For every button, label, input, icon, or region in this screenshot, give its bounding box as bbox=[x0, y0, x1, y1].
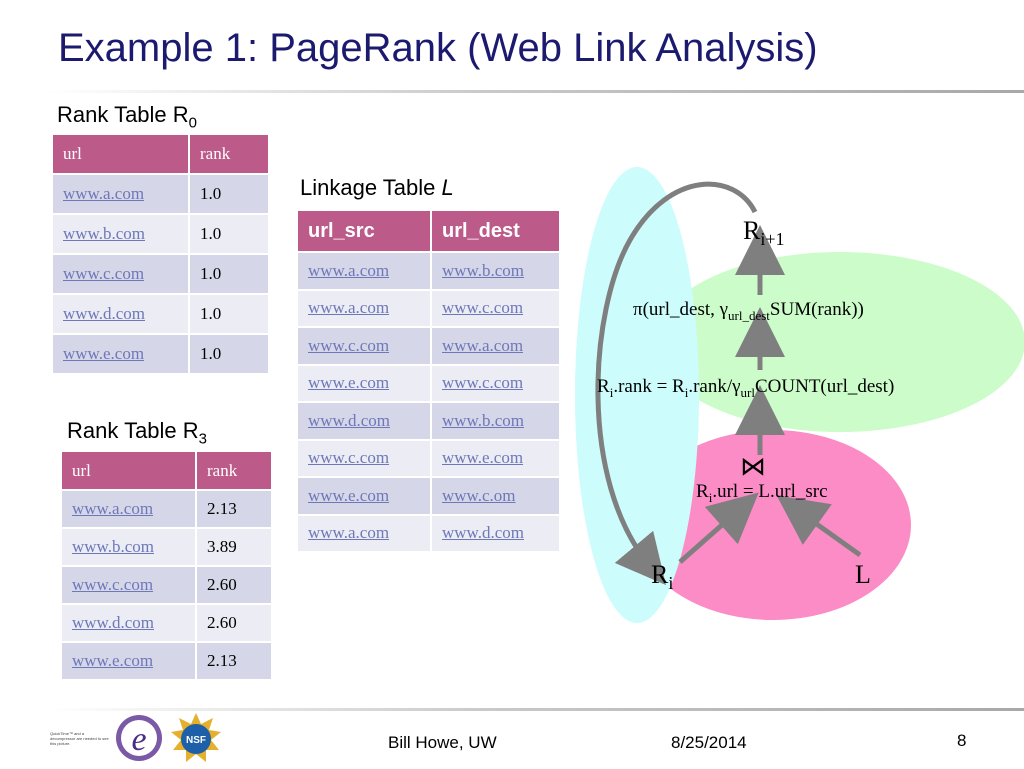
arrow-from-l-to-join bbox=[776, 495, 862, 558]
url-link[interactable]: www.a.com bbox=[430, 326, 561, 366]
url-link[interactable]: www.c.com bbox=[296, 438, 432, 478]
column-header-rank: rank bbox=[195, 450, 273, 491]
table-header-row: url rank bbox=[60, 450, 273, 491]
table-header-row: url rank bbox=[51, 133, 270, 175]
join-symbol: ⋈ bbox=[740, 452, 766, 482]
url-link[interactable]: www.b.com bbox=[51, 213, 190, 255]
url-link[interactable]: www.a.com bbox=[296, 251, 432, 291]
footer-date: 8/25/2014 bbox=[671, 733, 747, 752]
column-header-rank: rank bbox=[188, 133, 270, 175]
rank-update-region bbox=[655, 252, 1024, 432]
column-header-url-src: url_src bbox=[296, 209, 432, 253]
r-i-label: Ri bbox=[651, 560, 674, 594]
footer-divider bbox=[48, 708, 1024, 711]
column-header-url: url bbox=[51, 133, 190, 175]
rank-table-r0-caption: Rank Table R0 bbox=[57, 102, 198, 132]
feedback-loop-arrow bbox=[595, 181, 758, 586]
url-link[interactable]: www.e.com bbox=[51, 333, 190, 375]
arrow-from-ri-to-join bbox=[678, 492, 759, 564]
join-region bbox=[635, 430, 911, 620]
url-link[interactable]: www.e.com bbox=[296, 476, 432, 516]
url-link[interactable]: www.c.om bbox=[430, 476, 561, 516]
escience-logo: e bbox=[114, 712, 164, 764]
r-next-label: Ri+1 bbox=[743, 216, 785, 250]
url-link[interactable]: www.e.com bbox=[296, 363, 432, 403]
url-link[interactable]: www.b.com bbox=[430, 401, 561, 441]
join-condition: Ri.url = L.url_src bbox=[696, 481, 828, 505]
footer-author: Bill Howe, UW bbox=[388, 733, 497, 752]
rank-value: 1.0 bbox=[188, 173, 270, 215]
table-header-row: url_src url_dest bbox=[296, 209, 561, 253]
rank-table-r3-caption: Rank Table R3 bbox=[67, 418, 208, 448]
url-link[interactable]: www.c.com bbox=[60, 565, 197, 605]
url-link[interactable]: www.e.com bbox=[60, 641, 197, 681]
url-link[interactable]: www.c.com bbox=[51, 253, 190, 295]
quicktime-placeholder-note: QuickTime™ and a decompressor are needed… bbox=[50, 731, 109, 746]
projection-expression: π(url_dest, γurl_destSUM(rank)) bbox=[633, 299, 864, 323]
nsf-logo: NSF bbox=[170, 712, 222, 764]
url-link[interactable]: www.a.com bbox=[296, 288, 432, 328]
rank-value: 2.60 bbox=[195, 565, 273, 605]
url-link[interactable]: www.a.com bbox=[60, 489, 197, 529]
url-link[interactable]: www.a.com bbox=[296, 513, 432, 553]
linkage-table-caption: Linkage Table L bbox=[300, 175, 454, 200]
rank-input-region bbox=[575, 167, 699, 623]
rank-update-expression: Ri.rank = Ri.rank/γurlCOUNT(url_dest) bbox=[597, 376, 895, 400]
slide-number: 8 bbox=[957, 731, 967, 750]
url-link[interactable]: www.c.com bbox=[430, 288, 561, 328]
rank-value: 1.0 bbox=[188, 333, 270, 375]
rank-value: 2.60 bbox=[195, 603, 273, 643]
url-link[interactable]: www.a.com bbox=[51, 173, 190, 215]
url-link[interactable]: www.b.com bbox=[430, 251, 561, 291]
url-link[interactable]: www.d.com bbox=[60, 603, 197, 643]
url-link[interactable]: www.d.com bbox=[51, 293, 190, 335]
url-link[interactable]: www.c.com bbox=[296, 326, 432, 366]
column-header-url: url bbox=[60, 450, 197, 491]
url-link[interactable]: www.d.com bbox=[296, 401, 432, 441]
rank-value: 2.13 bbox=[195, 489, 273, 529]
url-link[interactable]: www.c.com bbox=[430, 363, 561, 403]
title-divider bbox=[48, 90, 1024, 93]
slide-title: Example 1: PageRank (Web Link Analysis) bbox=[58, 26, 818, 70]
rank-value: 1.0 bbox=[188, 293, 270, 335]
rank-value: 1.0 bbox=[188, 253, 270, 295]
escience-logo-letter: e bbox=[131, 721, 146, 758]
url-link[interactable]: www.e.com bbox=[430, 438, 561, 478]
rank-value: 1.0 bbox=[188, 213, 270, 255]
rank-value: 3.89 bbox=[195, 527, 273, 567]
url-link[interactable]: www.d.com bbox=[430, 513, 561, 553]
url-link[interactable]: www.b.com bbox=[60, 527, 197, 567]
column-header-url-dest: url_dest bbox=[430, 209, 561, 253]
nsf-logo-text: NSF bbox=[186, 735, 206, 746]
l-label: L bbox=[855, 560, 871, 589]
rank-value: 2.13 bbox=[195, 641, 273, 681]
